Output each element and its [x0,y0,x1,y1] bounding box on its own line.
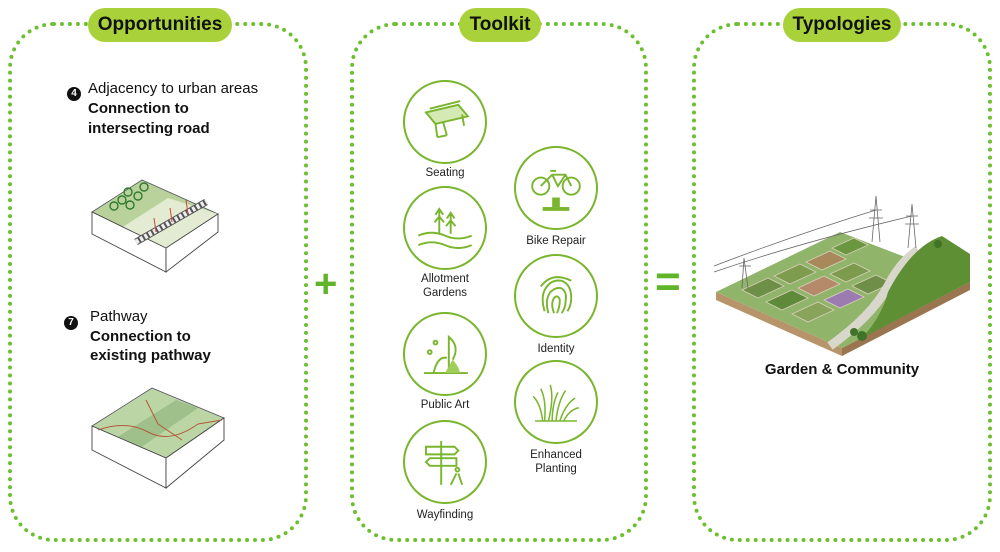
pathway-sketch-illustration [91,387,225,489]
wayfinding-label: Wayfinding [416,509,474,521]
adjacency-sketch-illustration [91,179,219,273]
bike-repair-label: Bike Repair [526,235,586,247]
equals-operator: = [655,257,681,306]
opportunity-subtitle: intersecting road [88,120,210,137]
allotment-gardens-label: Allotment [421,273,469,285]
opportunity-number-badge: 4 [67,87,81,101]
bench-icon [424,100,470,139]
opportunity-heading: Pathway [90,308,148,325]
opportunity-number-badge: 7 [64,316,78,330]
bicycle-icon [531,169,581,211]
public-art-tool [403,312,487,396]
bike-repair-tool [514,146,598,230]
garden-icon [417,207,473,249]
opportunities-title: Opportunities [88,8,232,42]
allotment-gardens-tool [403,186,487,270]
plants-icon [532,384,580,422]
enhanced-planting-label: Enhanced [530,449,582,461]
allotment-gardens-label-line2: Gardens [422,287,468,299]
wayfinding-tool [403,420,487,504]
typologies-title: Typologies [783,8,901,42]
opportunity-subtitle: Connection to [88,100,189,117]
fingerprint-icon [540,276,573,314]
art-icon [424,334,468,374]
public-art-label: Public Art [420,399,470,411]
toolkit-title: Toolkit [459,8,541,42]
seating-tool [403,80,487,164]
enhanced-planting-tool [514,360,598,444]
opportunity-subtitle: existing pathway [90,347,211,364]
identity-tool [514,254,598,338]
identity-label: Identity [537,343,575,355]
opportunity-heading: Adjacency to urban areas [88,80,259,97]
plus-operator: + [314,262,338,306]
seating-label: Seating [425,167,465,179]
typology-caption: Garden & Community [764,361,920,378]
enhanced-planting-label-line2: Planting [535,463,577,475]
garden-community-illustration [713,196,970,356]
signpost-icon [424,441,464,486]
opportunity-subtitle: Connection to [90,328,191,345]
